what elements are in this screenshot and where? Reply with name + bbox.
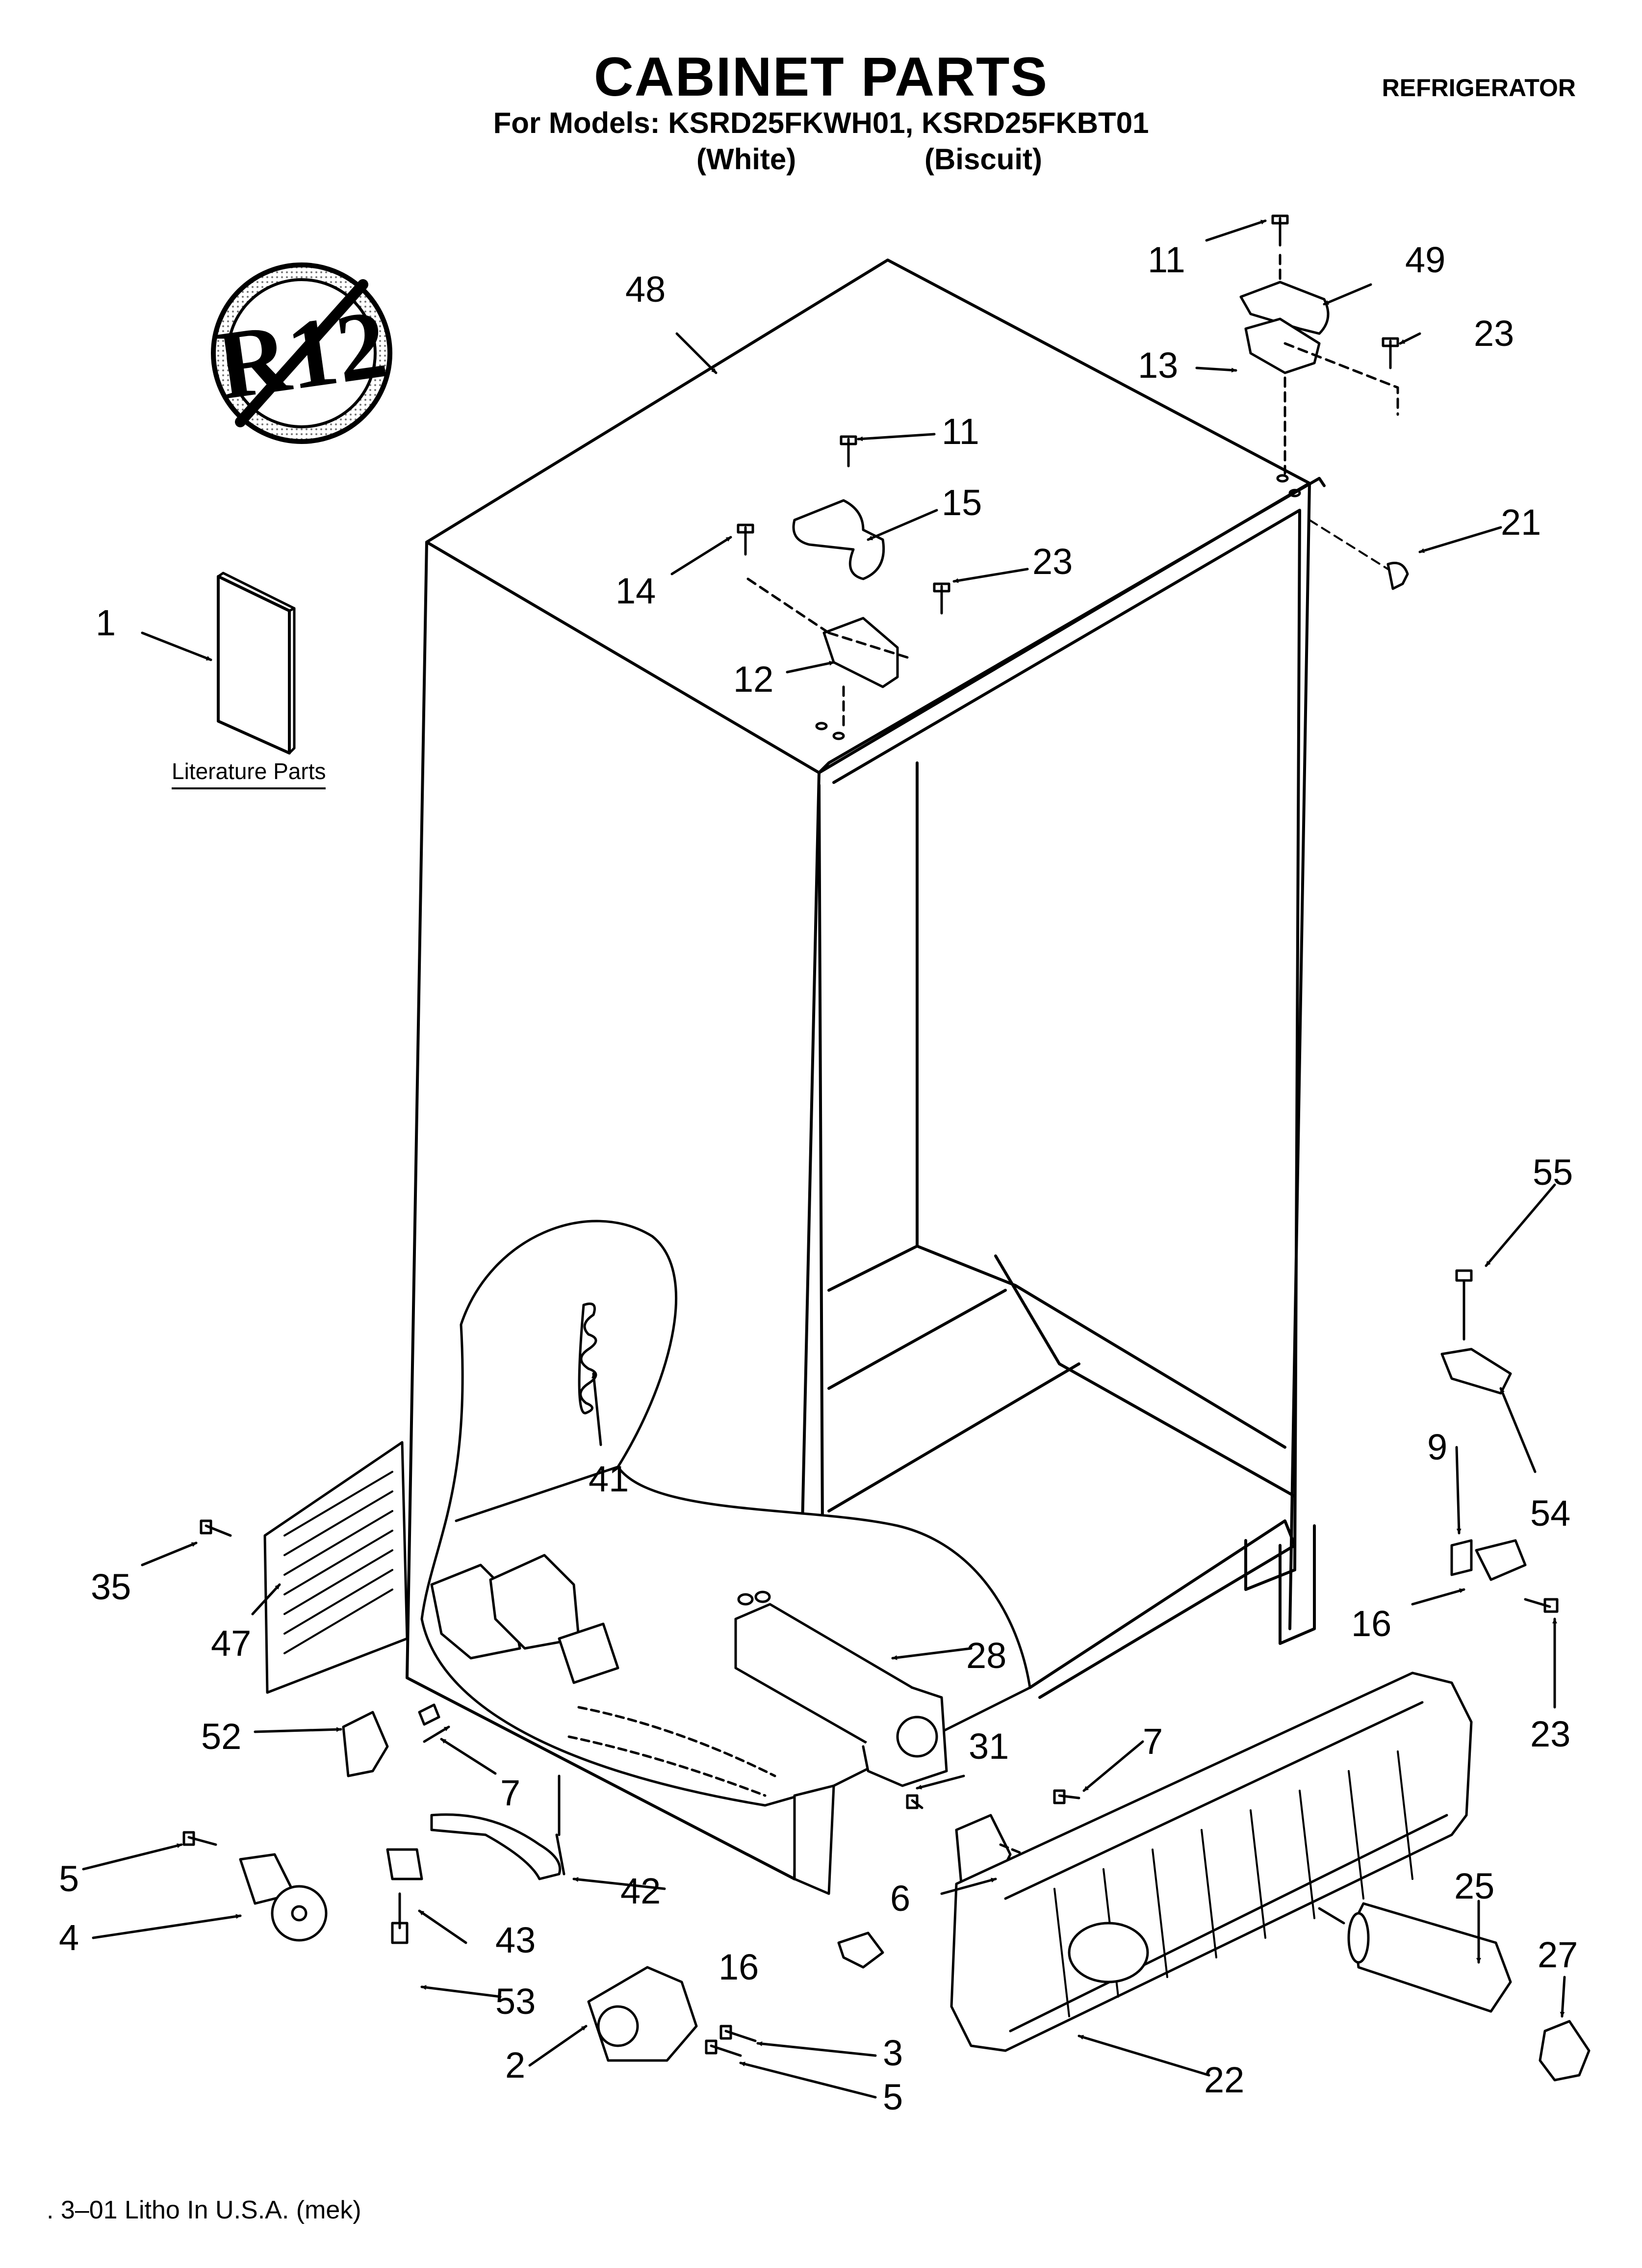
water-coil-part-41 — [578, 1303, 597, 1414]
callout-28: 28 — [966, 1635, 1006, 1676]
callout-42: 42 — [620, 1871, 661, 1911]
callout-47: 47 — [211, 1623, 251, 1664]
callout-11-top-right: 11 — [1148, 239, 1185, 280]
leader-arrows — [82, 219, 1566, 2099]
callout-43: 43 — [495, 1920, 536, 1960]
callout-52: 52 — [201, 1716, 241, 1757]
callout-5-lower: 5 — [883, 2077, 903, 2117]
literature-booklet-icon — [217, 572, 296, 755]
callout-15: 15 — [942, 482, 982, 523]
no-r12-prohibition-icon: R12 — [211, 262, 393, 444]
callout-22: 22 — [1204, 2059, 1244, 2100]
hinge-top-right-assembly — [1239, 214, 1399, 497]
screw-part-35 — [200, 1519, 232, 1537]
callout-numbers: 1 48 11 49 23 13 11 15 14 23 12 21 55 54… — [59, 239, 1578, 2117]
callout-14: 14 — [616, 571, 656, 611]
callout-3: 3 — [883, 2033, 903, 2073]
condenser-relay-cluster — [430, 1554, 776, 1797]
refrigerator-cabinet — [406, 259, 1326, 1880]
callout-48: 48 — [625, 269, 666, 310]
condenser-fan-part-42 — [430, 1774, 565, 1880]
callout-13: 13 — [1138, 345, 1178, 386]
callout-4: 4 — [59, 1917, 79, 1958]
bracket-part-16-lower — [837, 1931, 884, 1969]
callout-49: 49 — [1405, 239, 1445, 280]
bracket-part-54-screw-55 — [1440, 1269, 1512, 1395]
hinge-pin-part-52 — [342, 1703, 440, 1777]
callout-16-right: 16 — [1351, 1603, 1391, 1644]
print-footer: . 3–01 Litho In U.S.A. (mek) — [47, 2196, 361, 2224]
callout-12: 12 — [733, 659, 773, 700]
variant-white-label: (White) — [696, 143, 796, 176]
water-filter-part-25 — [1318, 1902, 1512, 2013]
callout-7-right: 7 — [1143, 1721, 1163, 1762]
model-list: For Models: KSRD25FKWH01, KSRD25FKBT01 — [493, 106, 1149, 139]
variant-biscuit-label: (Biscuit) — [924, 143, 1042, 176]
callout-5-left: 5 — [59, 1858, 79, 1899]
callout-11-center: 11 — [942, 411, 979, 452]
callout-41: 41 — [589, 1459, 629, 1499]
callout-23-center: 23 — [1032, 541, 1073, 582]
callout-21: 21 — [1501, 502, 1541, 543]
callout-53: 53 — [495, 1981, 536, 2022]
callout-27: 27 — [1538, 1934, 1578, 1975]
callout-1: 1 — [96, 602, 116, 643]
callout-23-top-right: 23 — [1474, 313, 1514, 354]
callout-25: 25 — [1454, 1866, 1494, 1906]
callout-2: 2 — [505, 2045, 525, 2086]
callout-9: 9 — [1427, 1427, 1447, 1467]
drain-tube-part-28 — [734, 1590, 948, 1787]
base-grille-part-22 — [950, 1671, 1473, 2052]
callout-54: 54 — [1530, 1493, 1570, 1534]
filter-cap-part-27 — [1539, 2020, 1591, 2082]
callout-7-left: 7 — [500, 1773, 520, 1813]
literature-parts-label: Literature Parts — [172, 758, 326, 789]
clip-part-43-screw-53 — [386, 1848, 423, 1944]
callout-23-right: 23 — [1530, 1714, 1570, 1754]
roller-wheel-part-4 — [182, 1831, 328, 1942]
tube-clip-part-21 — [1386, 562, 1409, 590]
bracket-part-9-16-screw-23 — [1450, 1539, 1559, 1613]
callout-35: 35 — [91, 1566, 131, 1607]
grille-part-47 — [263, 1441, 409, 1694]
callout-16-lower: 16 — [718, 1947, 759, 1987]
appliance-category: REFRIGERATOR — [1382, 74, 1576, 102]
leader-dash-21 — [1308, 519, 1389, 570]
callout-6: 6 — [890, 1878, 910, 1919]
page-title: CABINET PARTS — [593, 46, 1049, 107]
hinge-top-center-assembly — [737, 435, 950, 740]
front-roller-part-2 — [587, 1966, 757, 2062]
callout-31: 31 — [969, 1726, 1009, 1767]
callout-55: 55 — [1533, 1152, 1573, 1193]
